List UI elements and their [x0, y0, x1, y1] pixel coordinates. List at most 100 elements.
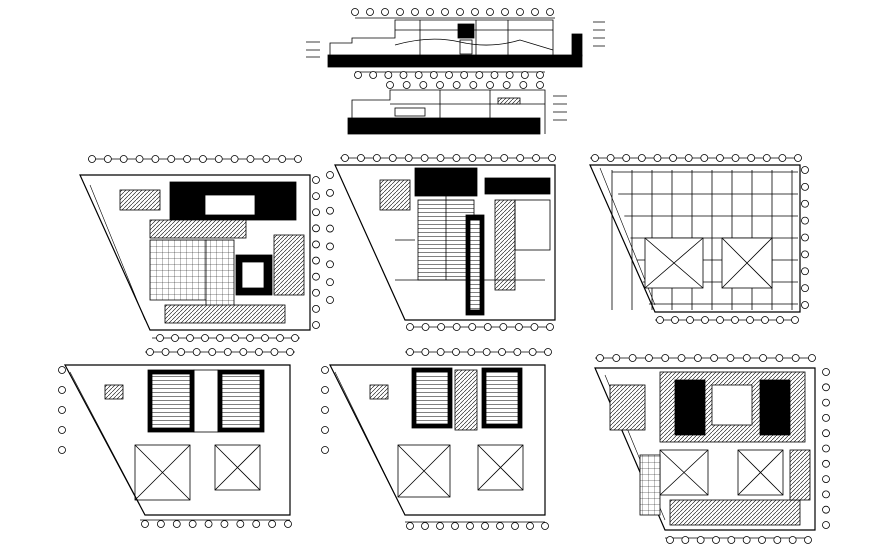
grid-axis-bubble	[146, 348, 154, 356]
grid-axis-bubble	[546, 8, 554, 16]
grid-axis-bubble	[716, 316, 724, 324]
grid-axis-bubble	[758, 536, 766, 544]
grid-axis-bubble	[622, 154, 631, 162]
grid-axis-bubble	[528, 348, 537, 356]
grid-axis-bubble	[452, 348, 460, 356]
grid-axis-bubble	[822, 475, 830, 484]
grid-axis-bubble	[366, 8, 374, 16]
grid-axis-bubble	[822, 444, 830, 453]
grid-axis-bubble	[505, 71, 514, 79]
grid-axis-bubble	[481, 522, 489, 530]
grid-axis-bubble	[496, 522, 504, 530]
grid-axis-bubble	[612, 354, 621, 362]
grid-axis-bubble	[645, 354, 653, 362]
floor-plan-3	[589, 154, 809, 324]
grid-axis-bubble	[321, 386, 329, 394]
grid-axis-bubble	[731, 154, 740, 162]
grid-axis-bubble	[451, 522, 459, 530]
grid-axis-bubble	[156, 520, 165, 528]
grid-axis-bubble	[776, 316, 784, 324]
grid-axis-bubble	[312, 192, 320, 201]
grid-axis-bubble	[716, 154, 724, 162]
grid-axis-bubble	[727, 536, 736, 544]
section-drawing-2	[347, 81, 567, 135]
grid-axis-bubble	[278, 155, 287, 163]
grid-axis-bubble	[312, 304, 320, 313]
grid-axis-bubble	[414, 71, 423, 79]
grid-axis-bubble	[369, 71, 378, 79]
grid-axis-bubble	[372, 154, 381, 162]
grid-axis-bubble	[426, 8, 434, 16]
grid-axis-bubble	[188, 520, 197, 528]
grid-axis-bubble	[192, 348, 201, 356]
grid-axis-bubble	[778, 154, 787, 162]
grid-axis-bubble	[252, 520, 261, 528]
grid-axis-bubble	[204, 520, 213, 528]
floor-plan-1	[79, 155, 320, 342]
grid-axis-bubble	[399, 71, 408, 79]
grid-axis-bubble	[246, 334, 254, 342]
grid-axis-bubble	[312, 321, 320, 329]
grid-axis-bubble	[467, 348, 476, 356]
grid-axis-bubble	[321, 446, 329, 454]
grid-axis-bubble	[520, 71, 529, 79]
grid-axis-bubble	[216, 334, 224, 342]
grid-axis-bubble	[502, 81, 511, 89]
grid-axis-bubble	[686, 316, 694, 324]
grid-axis-bubble	[421, 522, 429, 530]
grid-axis-bubble	[801, 301, 809, 309]
grid-axis-bubble	[420, 154, 429, 162]
grid-axis-bubble	[546, 323, 554, 331]
grid-axis-bubble	[341, 154, 349, 162]
grid-axis-bubble	[246, 155, 255, 163]
grid-axis-bubble	[801, 233, 809, 242]
grid-axis-bubble	[519, 81, 528, 89]
grid-axis-bubble	[199, 155, 207, 163]
grid-axis-bubble	[712, 536, 720, 544]
grid-axis-bubble	[516, 154, 525, 162]
grid-axis-bubble	[381, 8, 389, 16]
grid-axis-bubble	[656, 316, 664, 324]
grid-axis-bubble	[773, 536, 782, 544]
grid-axis-bubble	[468, 154, 477, 162]
grid-axis-bubble	[684, 154, 693, 162]
grid-axis-bubble	[701, 316, 709, 324]
grid-axis-bubble	[801, 250, 809, 259]
grid-axis-bubble	[58, 426, 66, 434]
grid-axis-bubble	[490, 71, 499, 79]
grid-axis-bubble	[742, 536, 751, 544]
grid-axis-bubble	[456, 8, 464, 16]
grid-axis-bubble	[761, 316, 769, 324]
grid-axis-bubble	[135, 155, 144, 163]
grid-axis-bubble	[591, 154, 599, 162]
grid-axis-bubble	[261, 334, 269, 342]
grid-axis-bubble	[223, 348, 232, 356]
grid-axis-bubble	[268, 520, 277, 528]
grid-axis-bubble	[171, 334, 179, 342]
grid-axis-bubble	[452, 81, 461, 89]
grid-axis-bubble	[544, 348, 552, 356]
grid-axis-bubble	[231, 334, 239, 342]
grid-axis-bubble	[284, 520, 292, 528]
grid-axis-bubble	[172, 520, 181, 528]
grid-axis-bubble	[484, 154, 493, 162]
grid-axis-bubble	[822, 398, 830, 407]
grid-axis-bubble	[460, 71, 469, 79]
grid-axis-bubble	[696, 536, 705, 544]
grid-axis-bubble	[808, 354, 816, 362]
floor-plan-4	[58, 348, 295, 528]
grid-axis-bubble	[661, 354, 670, 362]
grid-axis-bubble	[326, 278, 334, 287]
grid-axis-bubble	[801, 166, 809, 174]
grid-axis-bubble	[532, 154, 540, 162]
grid-axis-bubble	[321, 366, 329, 374]
grid-axis-bubble	[498, 348, 506, 356]
grid-axis-bubble	[436, 81, 444, 89]
grid-axis-bubble	[326, 188, 334, 197]
grid-axis-bubble	[794, 154, 802, 162]
grid-axis-bubble	[466, 522, 474, 530]
grid-axis-bubble	[214, 155, 223, 163]
grid-axis-bubble	[801, 199, 809, 208]
grid-axis-bubble	[312, 224, 320, 233]
grid-axis-bubble	[411, 8, 419, 16]
